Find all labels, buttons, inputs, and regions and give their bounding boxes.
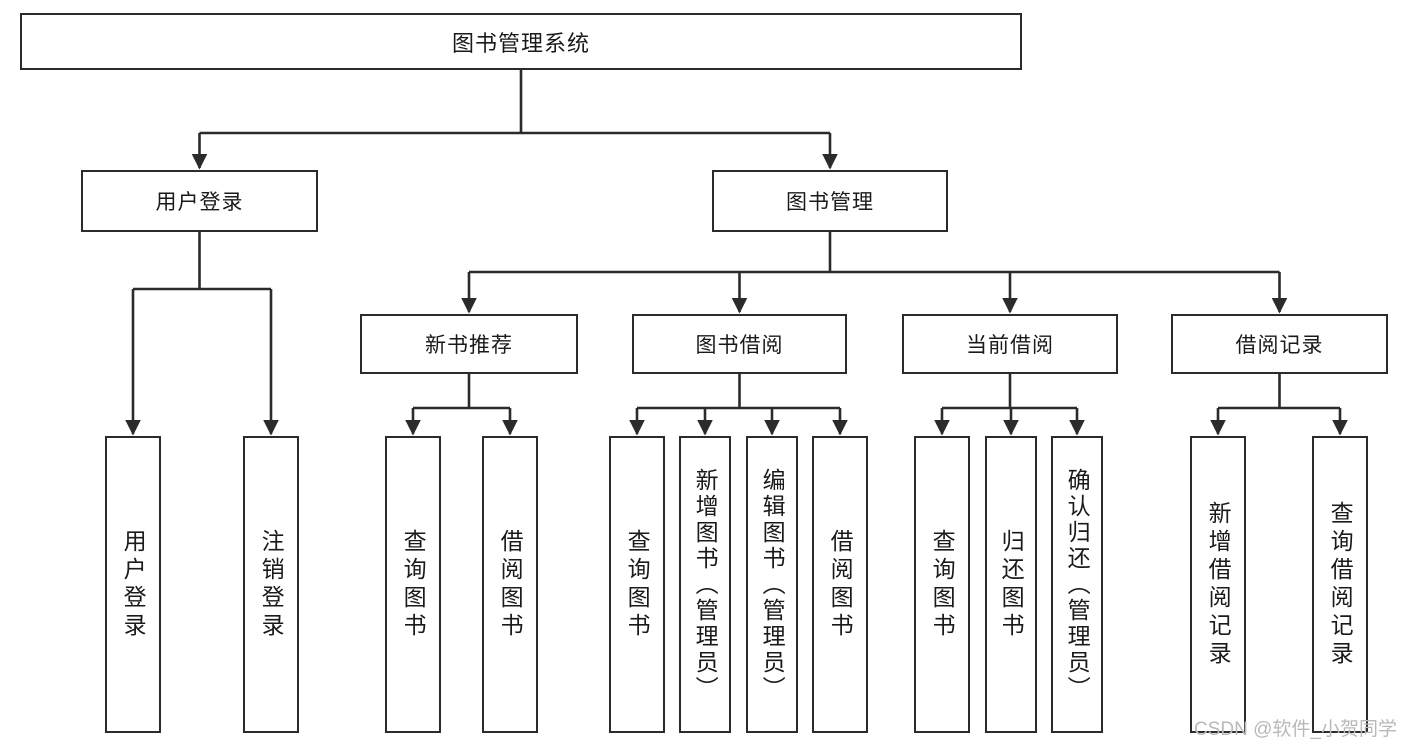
node-label: 图书管理系统 (451, 30, 590, 56)
node-label: 新增图书（管理员） (692, 467, 719, 702)
node-leaf-return-book[interactable]: 归还图书 (985, 436, 1037, 733)
node-label: 编辑图书（管理员） (759, 467, 786, 702)
node-leaf-query-book-2[interactable]: 查询图书 (609, 436, 665, 733)
node-leaf-query-record[interactable]: 查询借阅记录 (1312, 436, 1368, 733)
node-current-borrow[interactable]: 当前借阅 (902, 314, 1118, 374)
node-label: 借阅图书 (497, 528, 524, 641)
node-leaf-query-book-1[interactable]: 查询图书 (385, 436, 441, 733)
node-label: 图书管理 (786, 191, 874, 214)
node-user-login[interactable]: 用户登录 (81, 170, 318, 232)
node-leaf-query-book-3[interactable]: 查询图书 (914, 436, 970, 733)
node-label: 用户登录 (155, 191, 244, 214)
node-leaf-add-book[interactable]: 新增图书（管理员） (679, 436, 731, 733)
node-book-manage[interactable]: 图书管理 (712, 170, 948, 232)
node-label: 查询图书 (624, 528, 651, 641)
node-book-borrow[interactable]: 图书借阅 (632, 314, 847, 374)
node-label: 当前借阅 (966, 334, 1054, 357)
node-label: 新增借阅记录 (1205, 500, 1232, 669)
node-leaf-borrow-book-2[interactable]: 借阅图书 (812, 436, 868, 733)
node-label: 借阅记录 (1235, 334, 1324, 357)
node-label: 查询借阅记录 (1327, 500, 1354, 669)
node-label: 用户登录 (120, 528, 147, 641)
watermark-text: CSDN @软件_小贺同学 (1194, 719, 1397, 740)
node-leaf-user-login[interactable]: 用户登录 (105, 436, 161, 733)
node-new-book-rec[interactable]: 新书推荐 (360, 314, 578, 374)
node-label: 查询图书 (929, 528, 956, 641)
node-label: 查询图书 (400, 528, 427, 641)
node-label: 新书推荐 (425, 334, 513, 357)
node-label: 确认归还（管理员） (1064, 467, 1091, 702)
node-label: 注销登录 (258, 528, 285, 641)
node-leaf-edit-book[interactable]: 编辑图书（管理员） (746, 436, 798, 733)
node-leaf-add-record[interactable]: 新增借阅记录 (1190, 436, 1246, 733)
node-borrow-record[interactable]: 借阅记录 (1171, 314, 1388, 374)
node-leaf-confirm-return[interactable]: 确认归还（管理员） (1051, 436, 1103, 733)
node-label: 借阅图书 (827, 528, 854, 641)
node-root[interactable]: 图书管理系统 (20, 13, 1022, 70)
node-leaf-logout[interactable]: 注销登录 (243, 436, 299, 733)
node-label: 归还图书 (998, 528, 1025, 641)
node-label: 图书借阅 (695, 334, 784, 357)
node-leaf-borrow-book-1[interactable]: 借阅图书 (482, 436, 538, 733)
